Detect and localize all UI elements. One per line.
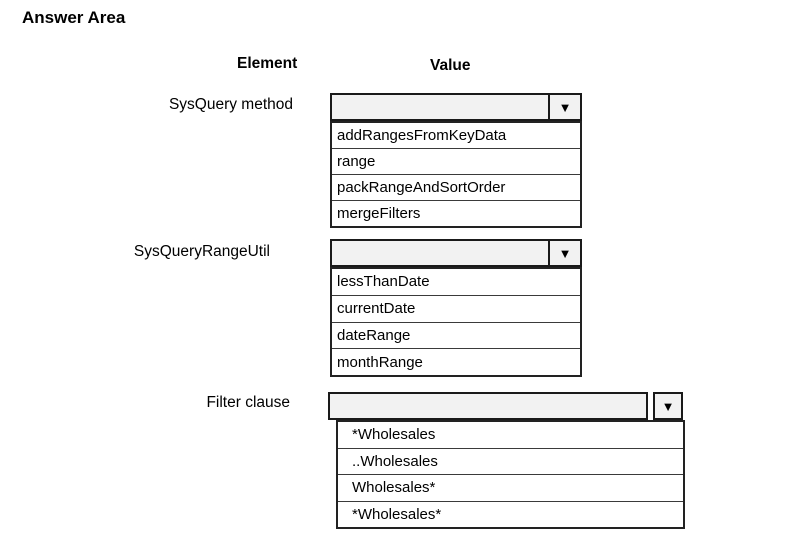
option-item[interactable]: monthRange	[332, 348, 580, 375]
option-item[interactable]: lessThanDate	[337, 273, 430, 291]
options-list-filter-clause: *Wholesales ..Wholesales Wholesales* *Wh…	[336, 420, 685, 529]
option-item[interactable]: *Wholesales	[352, 426, 436, 444]
options-list-sysqueryrangeutil: lessThanDate currentDate dateRange month…	[330, 267, 582, 377]
dropdown-sysquery-method[interactable]: ▼	[330, 93, 582, 121]
dropdown-filter-clause[interactable]	[328, 392, 648, 420]
chevron-down-icon[interactable]: ▼	[653, 392, 683, 420]
chevron-down-icon[interactable]: ▼	[548, 95, 580, 119]
options-list-sysquery-method: addRangesFromKeyData range packRangeAndS…	[330, 121, 582, 228]
option-item[interactable]: mergeFilters	[332, 200, 580, 226]
dropdown-selected-value[interactable]	[332, 241, 548, 265]
option-item[interactable]: currentDate	[332, 294, 580, 322]
page-title: Answer Area	[22, 8, 126, 27]
option-item[interactable]: addRangesFromKeyData	[337, 127, 507, 144]
option-item[interactable]: ..Wholesales	[338, 447, 683, 475]
option-item[interactable]: packRangeAndSortOrder	[332, 174, 580, 200]
dropdown-sysqueryrangeutil[interactable]: ▼	[330, 239, 582, 267]
dropdown-selected-value[interactable]	[332, 95, 548, 119]
column-header-value: Value	[430, 57, 471, 74]
element-label-filter-clause: Filter clause	[206, 394, 290, 411]
option-item[interactable]: dateRange	[332, 321, 580, 349]
element-label-sysquery-method: SysQuery method	[168, 96, 293, 113]
option-item[interactable]: Wholesales*	[338, 474, 683, 501]
option-item[interactable]: *Wholesales*	[338, 500, 683, 528]
option-item[interactable]: range	[332, 148, 580, 174]
column-header-element: Element	[237, 55, 298, 72]
chevron-down-icon[interactable]: ▼	[548, 241, 580, 265]
element-label-sysqueryrangeutil: SysQueryRangeUtil	[133, 243, 270, 260]
